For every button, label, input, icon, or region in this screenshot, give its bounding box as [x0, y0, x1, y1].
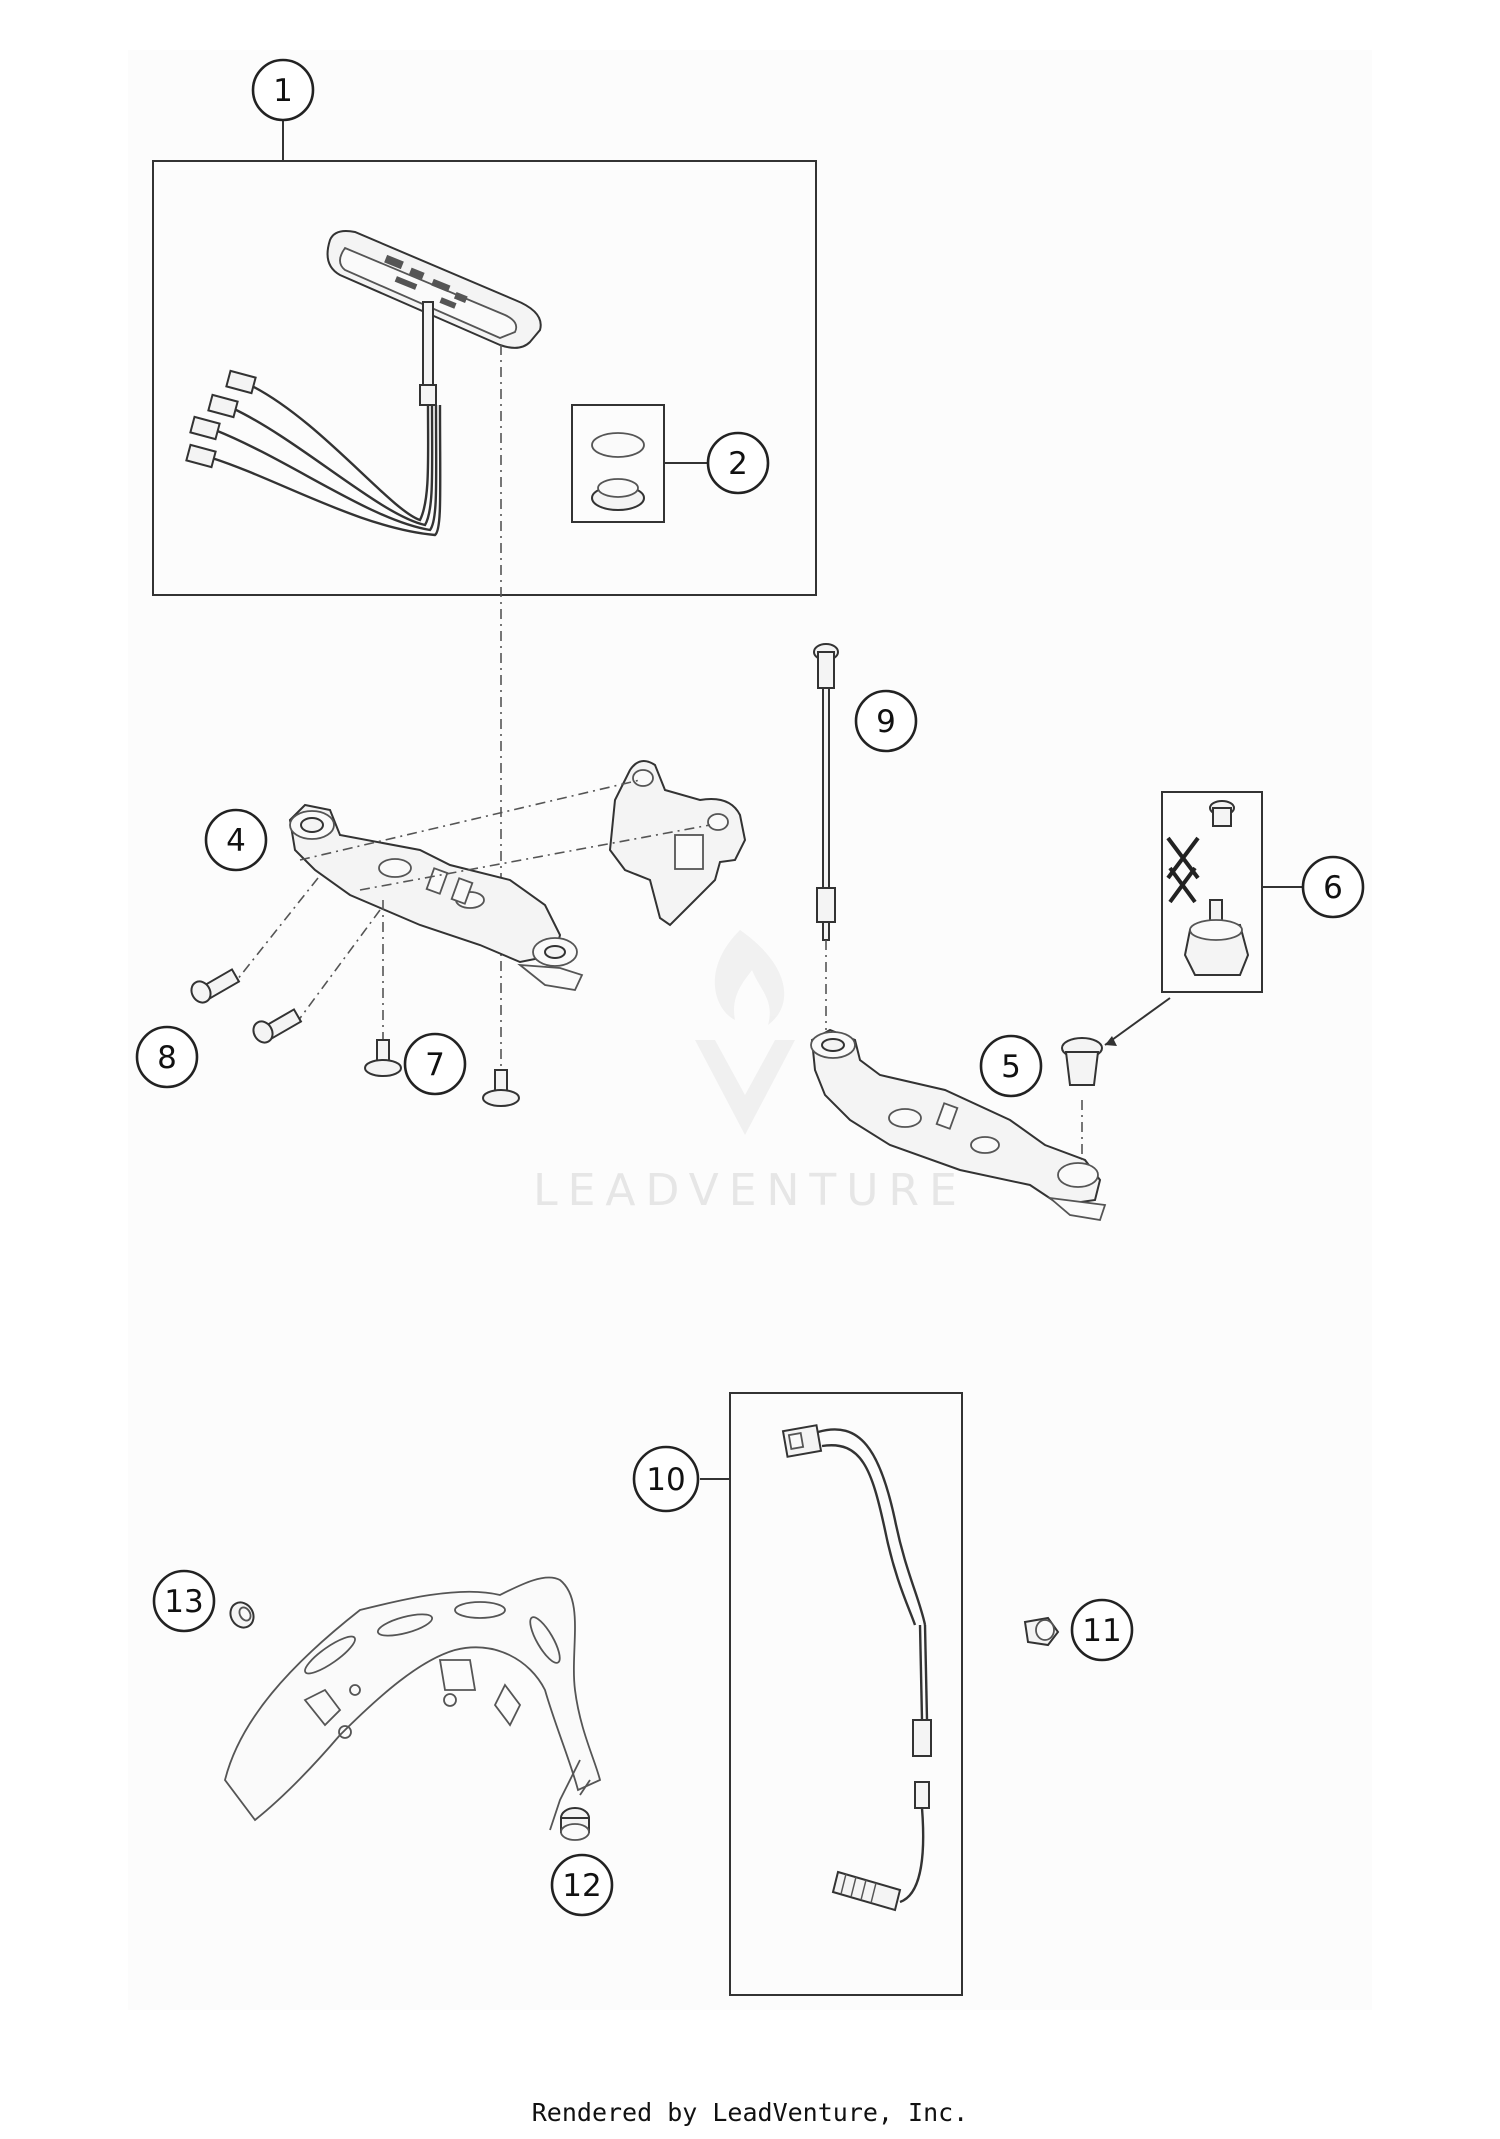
o-ring — [591, 432, 645, 458]
callout-13: 13 — [152, 1569, 216, 1633]
callout-1: 1 — [251, 58, 315, 122]
callout-number: 7 — [425, 1047, 445, 1083]
rivet-bushing — [560, 1807, 590, 1841]
bracket-with-bushing — [810, 1028, 1107, 1222]
watermark-text: LEADVENTURE — [533, 1165, 967, 1216]
assembly-line — [232, 877, 319, 986]
screw — [190, 968, 241, 1004]
screw — [482, 1069, 520, 1107]
callout-6: 6 — [1301, 855, 1365, 919]
assembly-line — [294, 909, 381, 1026]
assembly-line — [359, 824, 711, 891]
part-6-box — [1161, 791, 1263, 993]
callout-9: 9 — [854, 689, 918, 753]
callout-number: 12 — [562, 1868, 601, 1904]
connector-plug — [185, 369, 257, 469]
bushing — [1061, 1037, 1103, 1086]
footer-credit: Rendered by LeadVenture, Inc. — [531, 2098, 969, 2127]
bushing-holder — [1183, 899, 1250, 976]
part-10-box — [729, 1392, 963, 1996]
callout-4: 4 — [204, 808, 268, 872]
callout-number: 9 — [876, 704, 896, 740]
callout-number: 6 — [1323, 870, 1343, 906]
callout-7: 7 — [403, 1032, 467, 1096]
callout-11: 11 — [1070, 1598, 1134, 1662]
callout-number: 11 — [1082, 1613, 1121, 1649]
part-1-box — [152, 160, 817, 596]
spindle-rod — [813, 643, 839, 941]
callout-number: 4 — [226, 823, 246, 859]
speedometer-unit — [326, 230, 542, 406]
callout-8: 8 — [135, 1025, 199, 1089]
speed-sensor-cable — [781, 1424, 932, 1912]
callout-number: 5 — [1001, 1049, 1021, 1085]
leadventure-logo — [695, 930, 795, 1135]
rubber-grommet — [591, 478, 645, 511]
callout-number: 8 — [157, 1040, 177, 1076]
spacer — [229, 1601, 255, 1629]
bushing-cap — [1209, 800, 1235, 827]
cable-clip — [1023, 1616, 1060, 1647]
leadventure-watermark: LEADVENTURE — [533, 930, 967, 1216]
callout-number: 1 — [273, 73, 293, 109]
callout-number: 13 — [164, 1584, 203, 1620]
callout-number: 10 — [646, 1462, 685, 1498]
screw — [252, 1008, 303, 1044]
assembly-line — [299, 779, 641, 861]
brake-disc — [224, 1576, 602, 1831]
callout-number: 2 — [728, 446, 748, 482]
callout-12: 12 — [550, 1853, 614, 1917]
wiring-harness — [185, 369, 442, 537]
callout-2: 2 — [706, 431, 770, 495]
callout-5-leader — [1104, 997, 1171, 1046]
crossed-out-icon — [1166, 836, 1200, 904]
arrow-head — [1105, 1036, 1117, 1046]
callout-10: 10 — [632, 1445, 700, 1513]
callout-5: 5 — [979, 1034, 1043, 1098]
instrument-bracket — [288, 760, 747, 992]
screw — [364, 1039, 402, 1077]
